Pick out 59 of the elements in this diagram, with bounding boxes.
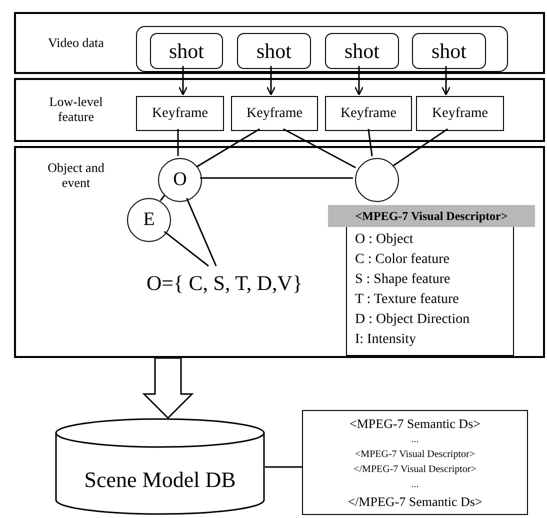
shot-group-box	[136, 26, 508, 72]
shot-label: shot	[256, 38, 292, 64]
connector-line	[196, 128, 260, 168]
shot-label: shot	[431, 38, 466, 64]
connector-line	[164, 230, 209, 267]
descriptor-header: <MPEG-7 Visual Descriptor>	[328, 205, 535, 227]
xml-line: ...	[411, 480, 419, 490]
formula-text: O={ C, S, T, D,V}	[146, 270, 303, 296]
layer-band	[14, 146, 545, 358]
arrow	[441, 66, 451, 96]
keyframe-box	[231, 96, 318, 131]
xml-text-box	[302, 410, 528, 515]
connector-line	[186, 198, 217, 266]
xml-line: ...	[411, 435, 419, 446]
keyframe-box	[136, 96, 224, 131]
shot-box	[325, 33, 399, 69]
layer-label: Video data	[48, 36, 104, 50]
shot-label: shot	[168, 38, 204, 64]
descriptor-item: C : Color feature	[355, 251, 450, 269]
block-arrow	[142, 357, 194, 420]
keyframe-box	[416, 96, 504, 131]
event-circle	[127, 198, 171, 242]
shot-box	[237, 33, 311, 69]
keyframe-label: Keyframe	[152, 106, 208, 122]
layer-label: Low-level feature	[48, 95, 104, 125]
shot-label: shot	[344, 38, 380, 64]
shot-box	[150, 33, 223, 69]
xml-line: </MPEG-7 Visual Descriptor>	[354, 464, 476, 475]
arrow	[354, 66, 364, 96]
object-circle	[355, 158, 399, 202]
keyframe-label: Keyframe	[432, 106, 488, 122]
layer-band	[14, 12, 545, 74]
connector-line	[160, 194, 166, 202]
descriptor-item: I: Intensity	[355, 331, 418, 349]
arrow	[178, 66, 188, 96]
xml-line: <MPEG-7 Visual Descriptor>	[355, 450, 475, 460]
connector-line	[368, 128, 373, 156]
connector-line	[283, 128, 356, 168]
arrow	[266, 66, 276, 96]
descriptor-item: D : Object Direction	[355, 311, 471, 329]
connector-line	[392, 128, 448, 166]
circle-label: E	[143, 209, 155, 231]
keyframe-box	[325, 96, 412, 131]
xml-line: <MPEG-7 Semantic Ds>	[350, 417, 480, 430]
xml-line: </MPEG-7 Semantic Ds>	[348, 494, 482, 508]
connector-line	[265, 466, 302, 468]
circle-label: O	[173, 169, 187, 191]
object-circle	[158, 158, 202, 202]
descriptor-item: T : Texture feature	[355, 291, 460, 309]
keyframe-label: Keyframe	[246, 106, 302, 122]
layer-band	[14, 78, 545, 142]
connector-line	[200, 177, 353, 179]
layer-label: Object and event	[46, 161, 106, 191]
descriptor-item: S : Shape feature	[355, 271, 452, 289]
shot-box	[412, 33, 486, 69]
descriptor-item: O : Object	[355, 231, 414, 249]
connector-line	[177, 129, 179, 156]
database-label: Scene Model DB	[84, 466, 236, 492]
keyframe-label: Keyframe	[340, 106, 396, 122]
